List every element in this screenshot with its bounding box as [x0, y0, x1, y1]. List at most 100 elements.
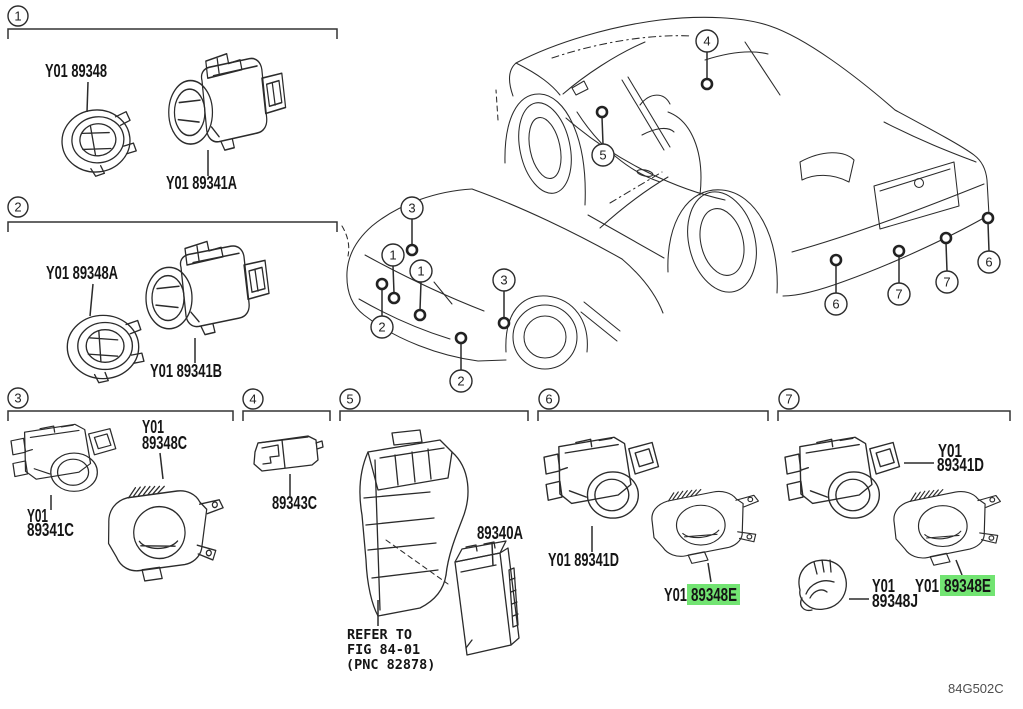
sensor-location-dot — [497, 316, 511, 330]
svg-text:6: 6 — [832, 297, 839, 312]
sensor-89341A-drawing — [167, 52, 287, 151]
part-label-89348J-line2: 89348J — [872, 591, 918, 611]
section-3-bracket — [7, 410, 234, 421]
assembly-dash-line — [385, 539, 449, 585]
callout-4: 4 — [695, 29, 719, 91]
section-3: Y01 89348C Y01 89341C — [10, 417, 226, 590]
part-label-89348E-highlighted[interactable]: Y01 89348E — [664, 584, 740, 605]
svg-text:1: 1 — [417, 264, 424, 279]
part-label-89341C-line2: 89341C — [27, 520, 74, 540]
section-2: Y01 89348A Y01 89341B — [46, 240, 270, 384]
callout-7a: 7 — [887, 244, 911, 306]
section-5: 89340A REFER TO FIG 84-01 (PNC 82878) — [346, 429, 523, 673]
part-label-89343C: 89343C — [272, 493, 317, 513]
svg-text:4: 4 — [703, 34, 710, 49]
car-body-outline — [495, 16, 990, 297]
callout-7b: 7 — [935, 231, 959, 294]
svg-text:2: 2 — [457, 374, 464, 389]
part-label-89348: Y01 89348 — [45, 61, 107, 81]
part-label-89348E-2-highlighted[interactable]: Y01 89348E — [915, 575, 995, 596]
sensor-location-dot — [981, 211, 995, 225]
part-label-89341B: Y01 89341B — [150, 361, 222, 381]
callout-markers: 4 5 3 1 1 — [370, 29, 1001, 393]
sensor-89341C-drawing — [10, 423, 117, 492]
leader-89348E-2 — [955, 559, 963, 576]
sensor-89341B-drawing — [145, 240, 270, 336]
svg-text:6: 6 — [985, 255, 992, 270]
sensor-89341D-drawing — [543, 436, 660, 519]
section-4-number: 4 — [249, 392, 256, 407]
section-6: Y01 89341D Y01 89348E — [543, 436, 759, 605]
clip-89348J-drawing — [798, 559, 847, 612]
section-3-number: 3 — [14, 391, 21, 406]
part-label-89348A: Y01 89348A — [46, 263, 118, 283]
part-label-89341C-line1: Y01 — [27, 506, 48, 526]
callout-3a: 3 — [400, 196, 424, 257]
diagram-code: 84G502C — [948, 681, 1004, 696]
section-1-header: 1 — [7, 5, 338, 39]
refer-note-line3: (PNC 82878) — [346, 657, 435, 673]
leader-89348C — [159, 452, 164, 480]
callout-6b: 6 — [977, 211, 1001, 274]
section-7: Y01 89341D Y01 89348J Y01 89348E — [784, 436, 1001, 612]
section-7-number: 7 — [785, 392, 792, 407]
retainer-89348E-drawing — [651, 488, 759, 564]
sensor-location-dot — [405, 243, 419, 257]
sensor-location-dot — [454, 331, 468, 345]
section-1: Y01 89348 Y01 89341A — [45, 52, 287, 193]
section-2-header: 2 — [7, 196, 338, 232]
leader-89348 — [86, 81, 89, 113]
part-label-89340A: 89340A — [477, 523, 523, 543]
section-6-bracket — [537, 410, 769, 421]
section-2-number-circle — [7, 196, 29, 218]
highlight-box — [940, 575, 995, 596]
svg-text:7: 7 — [943, 275, 950, 290]
section-7-number-circle — [778, 388, 800, 410]
section-6-number-circle — [538, 388, 560, 410]
sensor-location-dot — [387, 291, 401, 305]
sensor-location-dot — [829, 253, 843, 267]
refer-note-line2: FIG 84-01 — [347, 642, 420, 658]
part-label-89348E-prefix: Y01 — [664, 585, 687, 605]
bracket-82878-drawing — [359, 429, 469, 617]
section-4-header: 4 — [242, 388, 331, 421]
section-5-header: 5 — [339, 388, 529, 421]
svg-text:7: 7 — [895, 287, 902, 302]
section-3-header: 3 — [7, 387, 234, 421]
leader-89340A — [491, 542, 494, 567]
sensor-location-dot — [700, 77, 714, 91]
svg-text:5: 5 — [599, 148, 606, 163]
sensor-89343C-drawing — [253, 435, 324, 472]
section-3-number-circle — [7, 387, 29, 409]
part-label-89348E-2-prefix: Y01 — [915, 576, 939, 596]
part-label-89348E-2-number[interactable]: 89348E — [944, 576, 991, 596]
part-label-89348C-line1: Y01 — [142, 417, 164, 437]
section-6-header: 6 — [537, 388, 769, 421]
section-1-bracket — [7, 28, 338, 39]
refer-note-line1: REFER TO — [347, 627, 412, 643]
leader-89348E — [707, 562, 712, 583]
svg-text:3: 3 — [408, 201, 415, 216]
sensor-location-dot — [939, 231, 953, 245]
part-label-89348E-number[interactable]: 89348E — [691, 585, 737, 605]
callout-1b: 1 — [409, 259, 433, 322]
section-6-number: 6 — [545, 392, 552, 407]
sensor-location-dot — [375, 277, 389, 291]
section-1-number-circle — [7, 5, 29, 27]
section-4-number-circle — [242, 388, 264, 410]
section-5-number: 5 — [346, 392, 353, 407]
section-2-bracket — [7, 221, 338, 232]
leader-89348A — [89, 283, 94, 317]
callout-3b: 3 — [492, 268, 516, 330]
sensor-location-dot — [595, 105, 609, 119]
section-2-number: 2 — [14, 200, 21, 215]
callout-1a: 1 — [381, 243, 405, 305]
callout-5: 5 — [591, 105, 615, 167]
callout-2a: 2 — [370, 277, 394, 339]
section-5-bracket — [339, 410, 529, 421]
sensor-89341D-2-drawing — [784, 436, 901, 519]
part-label-89348C-line2: 89348C — [142, 433, 187, 453]
highlight-box — [687, 584, 740, 605]
